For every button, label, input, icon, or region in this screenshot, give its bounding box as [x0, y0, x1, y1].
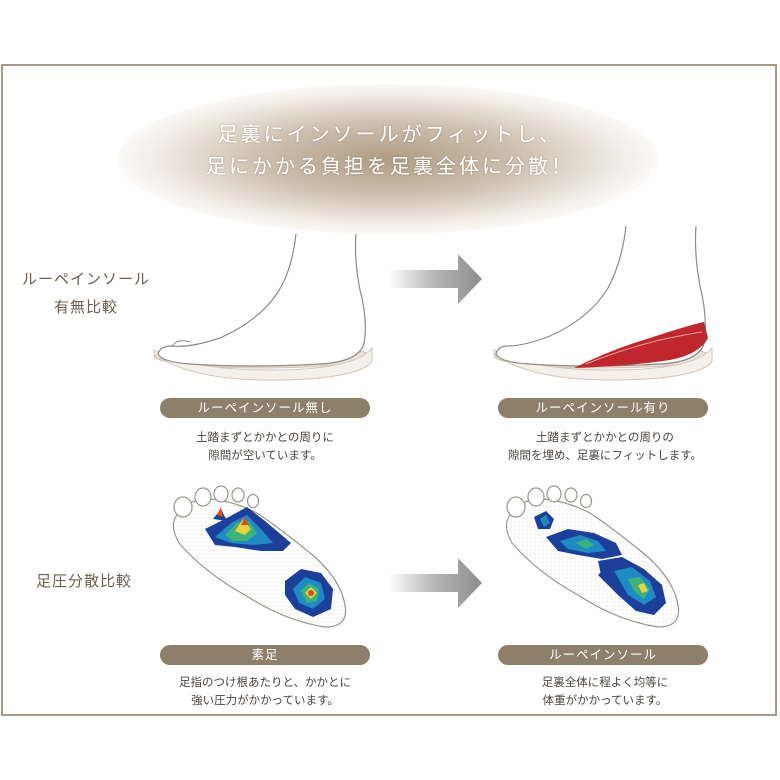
- insole-description-2: 体重がかかっています。: [542, 693, 668, 707]
- no-insole-description-1: 土踏まずとかかとの周りに: [196, 430, 334, 444]
- insole-label: ルーペインソール: [498, 645, 708, 665]
- footprint-pressure-insole-icon: [505, 485, 680, 628]
- no-insole-label: ルーペインソール無し: [160, 398, 370, 418]
- barefoot-description-2: 強い圧力がかかっています。: [191, 693, 339, 707]
- with-insole-description-1: 土踏まずとかかとの周りの: [536, 430, 674, 444]
- footprint-pressure-barefoot-icon: [172, 485, 347, 628]
- with-insole-description-2: 隙間を埋め、足裏にフィットします。: [507, 448, 703, 462]
- with-insole-label: ルーペインソール有り: [498, 398, 708, 418]
- section1-label-line-2: 有無比較: [54, 298, 119, 316]
- section2-label: 足圧分散比較: [36, 572, 133, 590]
- foot-side-icon: [153, 233, 373, 381]
- arrow-right-icon-2: [388, 558, 482, 608]
- headline-line-1: 足裏にインソールがフィットし、: [217, 122, 563, 146]
- foot-side-with-insole-icon: [493, 225, 713, 381]
- barefoot-description-1: 足指のつけ根あたりと、かかとに: [178, 675, 352, 689]
- insole-description-1: 足裏全体に程よく均等に: [541, 675, 669, 689]
- headline-line-2: 足にかかる負担を足裏全体に分散！: [206, 154, 574, 178]
- no-insole-description-2: 隙間が空いています。: [208, 448, 322, 462]
- headline-background: [118, 84, 658, 234]
- section1-label-line-1: ルーペインソール: [22, 270, 151, 288]
- barefoot-label: 素足: [160, 645, 370, 665]
- arrow-right-icon: [388, 254, 482, 304]
